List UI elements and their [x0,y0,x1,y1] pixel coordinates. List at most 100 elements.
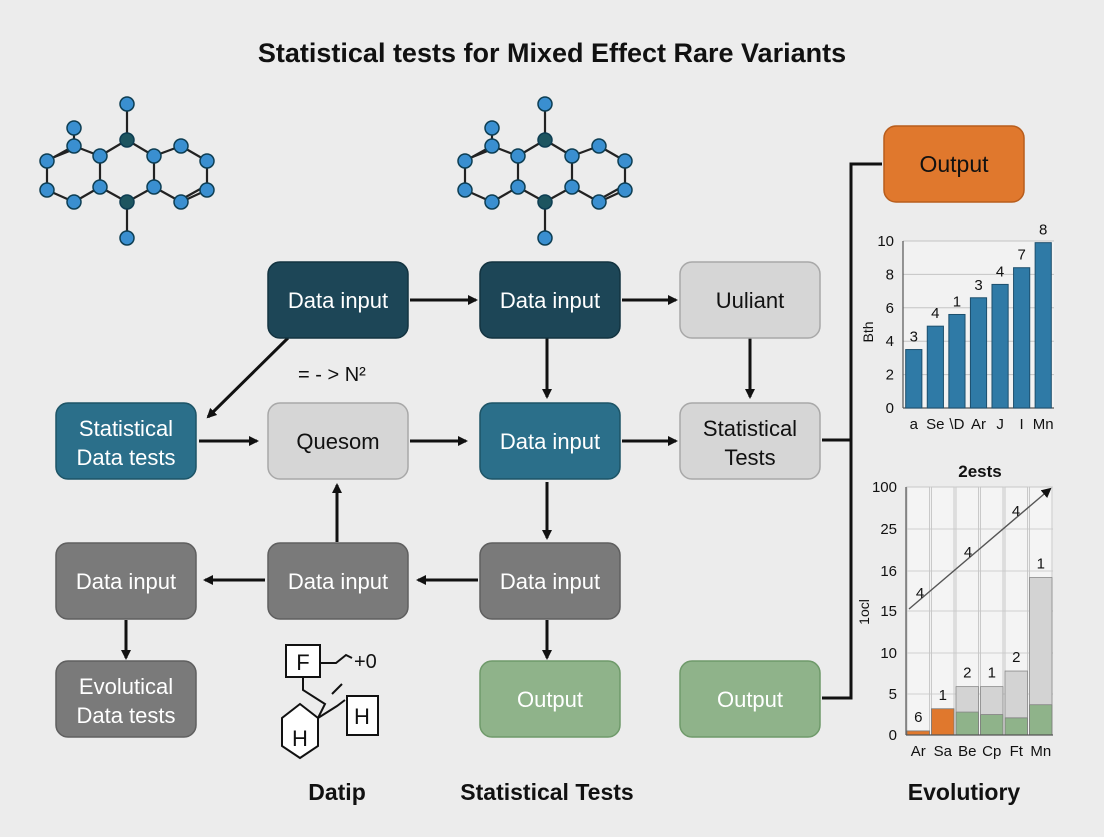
node-data-input-3[interactable]: Data input [479,402,621,480]
node-label-line1: Evolutical [79,674,173,699]
y-tick-label: 6 [886,300,894,317]
struct-label-plus: +0 [354,651,377,673]
bar-value-label: 2 [963,665,971,682]
x-tick-label: Cp [982,743,1001,760]
node-label: Quesom [296,429,379,454]
node-label: Output [717,687,783,712]
struct-label-f: F [296,650,309,675]
bar-value-label: 3 [974,277,982,294]
bar [1034,242,1052,409]
bar-chart-bottom: 2ests05101516251006Ar1Sa2Be1Cp2Ft1Mn4441… [856,462,1053,760]
node-label: Output [517,687,583,712]
bar-value-label: 4 [931,305,939,322]
node-data-input-2[interactable]: Data input [479,261,621,339]
x-tick-label: I [1020,416,1024,433]
struct-label-h2: H [292,726,308,751]
y-tick-label: 10 [877,233,894,250]
node-label: Output [919,151,989,177]
y-tick-label: 25 [880,521,897,538]
node-evolutical-data-tests[interactable]: Evolutical Data tests [55,660,197,738]
bar-segment-lower [1029,704,1053,736]
node-output-top[interactable]: Output [883,125,1025,203]
bar [1013,267,1031,409]
bar-value-label: 6 [914,709,922,726]
bar-segment-lower [931,708,955,736]
trend-arrow [908,487,1052,610]
bar-segment-upper [1004,670,1028,719]
connectors [121,162,882,700]
node-quesom[interactable]: Quesom [267,402,409,480]
footer-label-center: Statistical Tests [460,779,633,805]
node-label: Data input [500,569,600,594]
y-axis-label: Bth [860,321,876,342]
node-statistical-data-tests[interactable]: Statistical Data tests [55,402,197,480]
x-tick-label: J [996,416,1004,433]
y-tick-label: 10 [880,645,897,662]
bar-segment-upper [955,686,979,713]
chart-title: 2ests [958,462,1001,481]
x-tick-label: Be [958,743,976,760]
node-data-input-5[interactable]: Data input [267,542,409,620]
node-uuliant[interactable]: Uuliant [679,261,821,339]
y-tick-label: 8 [886,266,894,283]
node-data-input-4[interactable]: Data input [479,542,621,620]
bar [948,313,966,409]
struct-label-h1: H [354,704,370,729]
formula-annotation: = - > N² [298,364,366,386]
x-tick-label: Ft [1010,743,1024,760]
bar [991,283,1009,409]
bar-value-label: 8 [1039,222,1047,239]
y-tick-label: 15 [880,603,897,620]
molecule-atoms [457,96,633,246]
footer-label-right: Evolutiory [908,779,1021,805]
x-tick-label: Mn [1030,743,1051,760]
node-data-input-6[interactable]: Data input [55,542,197,620]
bar [926,325,944,409]
bar-value-label: 3 [910,329,918,346]
node-data-input-1[interactable]: Data input [267,261,409,339]
bar-segment-upper [1029,577,1053,706]
bar-segment-lower [906,730,930,736]
y-tick-label: 2 [886,367,894,384]
trend-label: 4 [964,544,972,561]
trend-label: 4 [1012,503,1020,520]
x-tick-label: Ar [911,743,926,760]
node-output-1[interactable]: Output [479,660,621,738]
y-tick-label: 16 [880,563,897,580]
chemical-structure-icon [281,644,379,760]
bar [905,349,923,409]
bar-value-label: 1 [953,293,961,310]
bar-segment-lower [1004,717,1028,736]
y-tick-label: 0 [889,727,897,744]
molecule-atoms [39,96,215,246]
y-axis-label: 1ocl [856,599,872,625]
node-statistical-tests[interactable]: Statistical Tests [679,402,821,480]
node-label: Data input [500,429,600,454]
node-label: Data input [76,569,176,594]
diagram-title: Statistical tests for Mixed Effect Rare … [258,38,846,68]
arrow-data1-to-stat-data [206,336,290,419]
bar-value-label: 1 [1037,556,1045,573]
node-label-line1: Statistical [79,416,173,441]
node-label: Data input [288,569,388,594]
bar-value-label: 1 [939,687,947,704]
footer-label-left: Datip [308,779,366,805]
y-tick-label: 0 [886,400,894,417]
x-tick-label: Mn [1033,416,1054,433]
bar-value-label: 1 [988,665,996,682]
y-tick-label: 5 [889,686,897,703]
node-label-line2: Data tests [76,445,175,470]
x-tick-label: a [910,416,919,433]
node-output-2[interactable]: Output [679,660,821,738]
bar-value-label: 2 [1012,649,1020,666]
node-label-line2: Tests [724,445,775,470]
node-label-line2: Data tests [76,703,175,728]
bar-segment-upper [980,686,1004,715]
node-label: Data input [500,288,600,313]
x-tick-label: Sa [934,743,953,760]
y-tick-label: 4 [886,333,894,350]
y-tick-label: 100 [872,479,897,496]
